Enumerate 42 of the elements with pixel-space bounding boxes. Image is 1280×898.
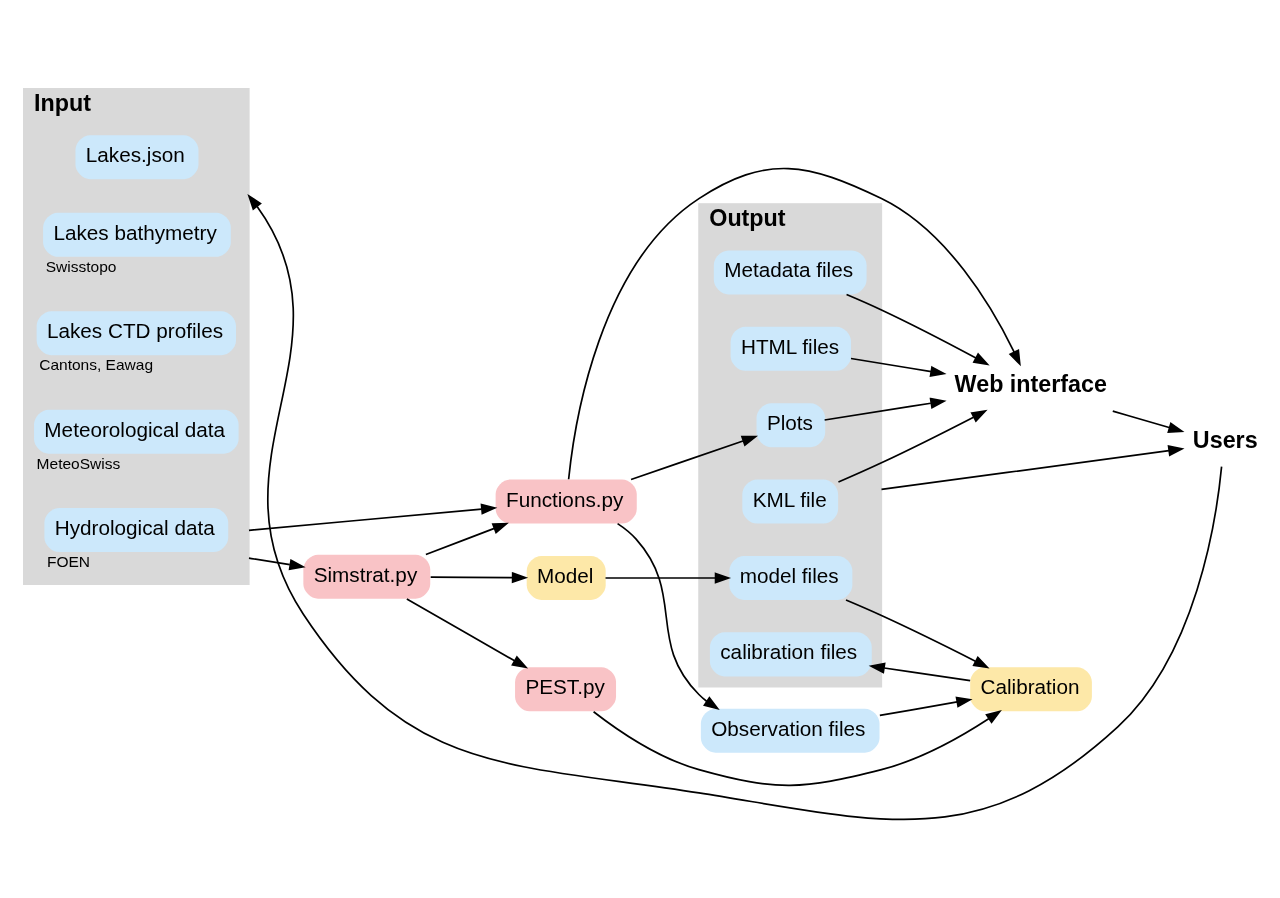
node-box: Lakes CTD profiles [36, 311, 236, 356]
node-box: Plots [756, 403, 826, 448]
arrow [837, 409, 988, 483]
arrow [1111, 410, 1185, 433]
node-label: Swisstopo [45, 257, 117, 275]
arrow [406, 598, 529, 669]
node-box: Functions.py [495, 479, 637, 524]
node-box: Calibration [970, 667, 1092, 712]
node-box: Metadata files [713, 250, 867, 295]
arrow [247, 194, 1223, 821]
arrow [567, 167, 1021, 481]
arrow [429, 571, 529, 584]
arrow [845, 293, 990, 366]
node-box: Observation files [700, 708, 880, 753]
arrow [845, 599, 990, 669]
node-box: Lakes.json [75, 135, 199, 180]
node-text: Web interface [954, 371, 1107, 398]
node-box: Hydrological data [44, 508, 229, 553]
node-box: calibration files [709, 632, 872, 677]
node-box: Simstrat.py [303, 554, 431, 599]
arrow [879, 696, 973, 717]
node-label: Cantons, Eawag [39, 356, 154, 374]
node-text: Users [1192, 426, 1258, 453]
arrow [248, 557, 306, 571]
arrow [880, 445, 1185, 491]
arrow [630, 435, 759, 481]
node-box: PEST.py [515, 667, 617, 712]
arrow [425, 522, 509, 556]
arrow [248, 503, 498, 532]
node-label: FOEN [46, 553, 91, 571]
node-label: MeteoSwiss [36, 454, 121, 472]
arrow [868, 662, 971, 682]
node-box: KML file [742, 479, 839, 524]
node-box: HTML files [730, 326, 852, 371]
node-box: Model [526, 555, 606, 600]
arrow [616, 522, 720, 711]
node-box: model files [729, 555, 853, 600]
arrow [823, 397, 947, 421]
node-box: Meteorological data [34, 409, 239, 454]
arrow [604, 572, 732, 584]
node-box: Lakes bathymetry [43, 212, 231, 257]
arrow [850, 357, 947, 378]
